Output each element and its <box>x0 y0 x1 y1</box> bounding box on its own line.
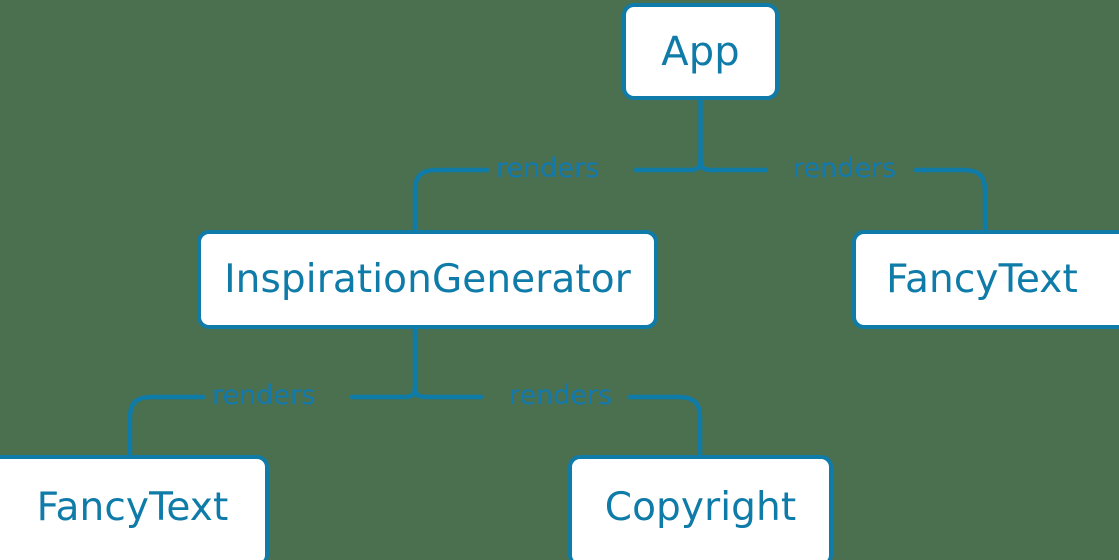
edge-insp-to-fancytext-b <box>127 394 206 458</box>
node-fancytext-bottom[interactable]: FancyText <box>0 455 269 560</box>
edge-app-to-fancytext-b <box>913 167 988 233</box>
node-inspirationgenerator-label: InspirationGenerator <box>224 257 631 302</box>
edge-insp-to-copyright-a <box>412 384 484 400</box>
node-copyright-label: Copyright <box>604 484 797 530</box>
edge-app-to-inspiration-b <box>412 167 490 233</box>
node-fancytext-bottom-label: FancyText <box>36 484 229 530</box>
node-fancytext-right-label: FancyText <box>886 257 1078 302</box>
node-app-label: App <box>661 28 740 75</box>
edge-label-inspirationgenerator-copyright: renders <box>509 380 613 411</box>
edge-label-app-fancytext: renders <box>793 153 897 184</box>
node-inspirationgenerator[interactable]: InspirationGenerator <box>197 230 658 329</box>
node-copyright[interactable]: Copyright <box>568 455 833 560</box>
node-app[interactable]: App <box>622 3 779 100</box>
node-fancytext-right[interactable]: FancyText <box>852 230 1119 329</box>
edge-app-to-inspiration-a <box>633 157 703 173</box>
edge-app-to-fancytext-a <box>698 157 769 173</box>
edge-insp-to-fancytext-a <box>349 384 418 400</box>
edge-label-app-inspirationgenerator: renders <box>496 153 600 184</box>
edge-insp-to-copyright-b <box>627 394 703 458</box>
edge-label-inspirationgenerator-fancytext: renders <box>212 380 316 411</box>
